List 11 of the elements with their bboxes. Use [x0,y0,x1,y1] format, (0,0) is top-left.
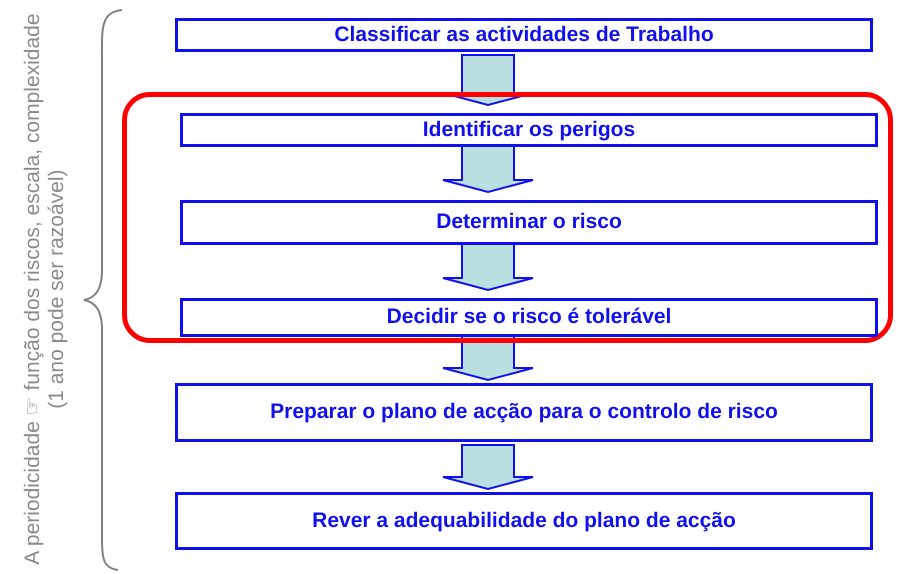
process-box: Classificar as actividades de Trabalho [175,18,873,52]
side-note: A periodicidade ☞ função dos riscos, escala, complexidade (1 ano pode ser razoável) [20,12,69,567]
block-arrow [442,242,534,292]
process-box: Determinar o risco [180,200,878,245]
group-frame [122,92,893,343]
process-box: Preparar o plano de acção para o controlo de risco [175,383,873,442]
block-arrow [442,144,534,194]
process-box: Identificar os perigos [180,113,878,147]
process-box: Decidir se o risco é tolerável [180,298,878,337]
process-box: Rever a adequabilidade do plano de acção [175,492,873,550]
block-arrow [442,444,534,490]
